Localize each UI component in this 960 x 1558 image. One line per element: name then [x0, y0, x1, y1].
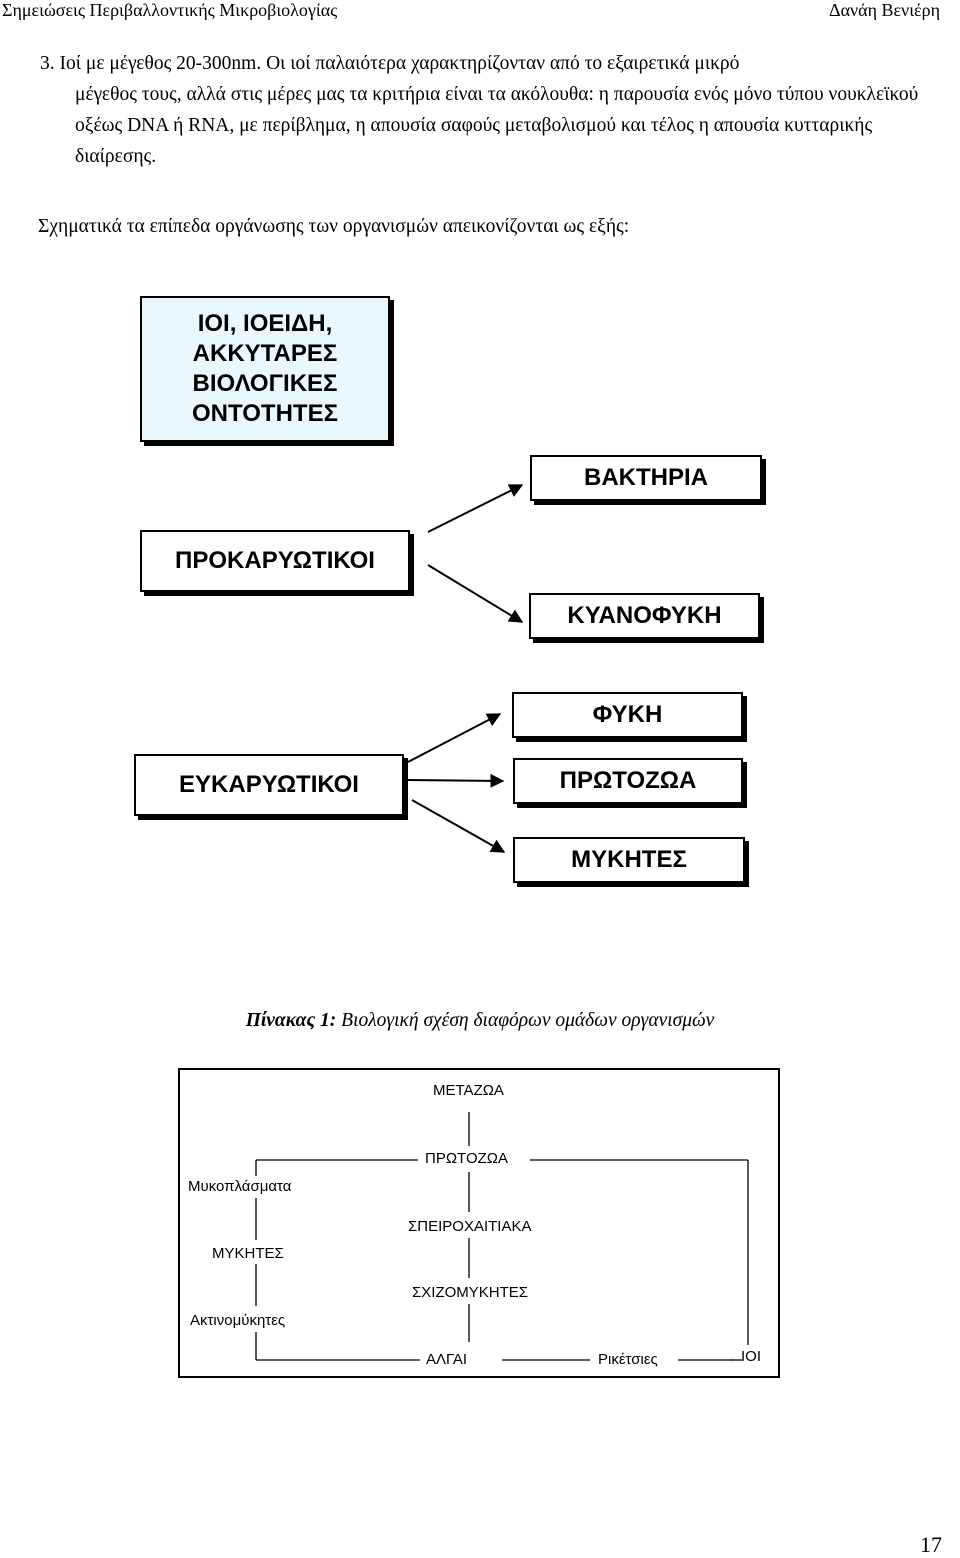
box-viruses-line3: ΒΙΟΛΟΓΙΚΕΣ: [192, 370, 338, 397]
box-cyanophyta-label: ΚΥΑΝΟΦΥΚΗ: [567, 602, 722, 629]
page-number: 17: [920, 1532, 942, 1557]
box-cyanophyta: ΚΥΑΝΟΦΥΚΗ: [529, 593, 760, 639]
label-viruses: ΙΟΙ: [741, 1348, 762, 1365]
box-viruses: ΙΟΙ, ΙΟΕΙΔΗ, ΑΚΚΥΤΑΡΕΣ ΒΙΟΛΟΓΙΚΕΣ ΟΝΤΟΤΗ…: [140, 296, 390, 442]
label-schizomycetes: ΣΧΙΖΟΜΥΚΗΤΕΣ: [412, 1284, 529, 1301]
box-viruses-line2: ΑΚΚΥΤΑΡΕΣ: [192, 340, 338, 367]
box-viruses-line1: ΙΟΙ, ΙΟΕΙΔΗ,: [197, 310, 333, 337]
arrow-eukaryotes-to-protozoa: [407, 773, 505, 788]
caption-text: Βιολογική σχέση διαφόρων ομάδων οργανισμ…: [336, 1010, 715, 1031]
box-fungi-label: ΜΥΚΗΤΕΣ: [571, 846, 687, 873]
label-rickettsiae: Ρικέτσιες: [598, 1351, 658, 1368]
box-algae-label: ΦΥΚΗ: [592, 701, 663, 728]
box-eukaryotes-label: ΕΥΚΑΡΥΩΤΙΚΟΙ: [179, 771, 359, 798]
paragraph-2: Σχηματικά τα επίπεδα οργάνωσης των οργαν…: [38, 216, 630, 237]
box-prokaryotes-label: ΠΡΟΚΑΡΥΩΤΙΚΟΙ: [175, 547, 375, 574]
label-mycoplasma: Μυκοπλάσματα: [188, 1178, 292, 1195]
caption-label: Πίνακας 1:: [245, 1010, 337, 1031]
label-algae: ΑΛΓΑΙ: [426, 1351, 468, 1368]
box-protozoa: ΠΡΩΤΟΖΩΑ: [513, 758, 743, 804]
box-protozoa-label: ΠΡΩΤΟΖΩΑ: [559, 767, 697, 794]
figure-lines: [255, 1112, 749, 1361]
box-eukaryotes: ΕΥΚΑΡΥΩΤΙΚΟΙ: [134, 754, 404, 816]
header-left: Σημειώσεις Περιβαλλοντικής Μικροβιολογία…: [2, 0, 338, 20]
label-protozoa: ΠΡΩΤΟΖΩΑ: [425, 1150, 508, 1167]
label-fungi: ΜΥΚΗΤΕΣ: [212, 1245, 284, 1262]
label-spirochetes: ΣΠΕΙΡΟΧΑΙΤΙΑΚΑ: [408, 1218, 532, 1235]
arrow-eukaryotes-to-algae: [407, 713, 502, 763]
box-bacteria: ΒΑΚΤΗΡΙΑ: [530, 455, 762, 501]
paragraph-1-rest: μέγεθος τους, αλλά στις μέρες μας τα κρι…: [75, 84, 919, 167]
figure-caption: Πίνακας 1: Βιολογική σχέση διαφόρων ομάδ…: [0, 1010, 960, 1032]
header-right: Δανάη Βενιέρη: [829, 0, 940, 20]
paragraph-1: 3. Ιοί με μέγεθος 20-300nm. Οι ιοί παλαι…: [40, 48, 920, 172]
arrow-eukaryotes-to-fungi: [411, 799, 506, 853]
box-algae: ΦΥΚΗ: [512, 692, 743, 738]
paragraph-1-line1: 3. Ιοί με μέγεθος 20-300nm. Οι ιοί παλαι…: [40, 53, 740, 74]
label-metazoa: ΜΕΤΑΖΩΑ: [433, 1082, 504, 1099]
box-prokaryotes: ΠΡΟΚΑΡΥΩΤΙΚΟΙ: [140, 530, 410, 592]
evolution-figure: ΜΕΤΑΖΩΑ ΠΡΩΤΟΖΩΑ Μυκοπλάσματα ΣΠΕΙΡΟΧΑΙΤ…: [178, 1068, 780, 1378]
label-actinomycetes: Ακτινομύκητες: [190, 1312, 286, 1329]
arrow-prokaryotes-to-cyanophyta: [427, 564, 524, 623]
box-bacteria-label: ΒΑΚΤΗΡΙΑ: [584, 464, 708, 491]
arrow-prokaryotes-to-bacteria: [427, 484, 524, 533]
box-viruses-line4: ΟΝΤΟΤΗΤΕΣ: [192, 400, 338, 427]
box-fungi: ΜΥΚΗΤΕΣ: [513, 837, 745, 883]
